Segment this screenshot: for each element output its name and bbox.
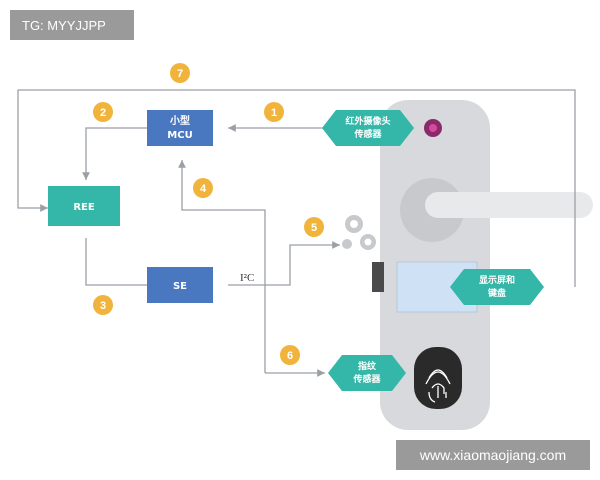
svg-text:5: 5 — [311, 222, 317, 234]
step-badge-3: 3 — [93, 295, 113, 315]
fingerprint-icon — [425, 369, 451, 403]
line-5-i2c — [228, 241, 340, 286]
svg-text:传感器: 传感器 — [352, 373, 381, 385]
step-badge-4: 4 — [193, 178, 213, 198]
se-box: SE — [147, 267, 213, 303]
line-3-se-ree — [85, 238, 147, 286]
step-badge-7: 7 — [170, 63, 190, 83]
step-badge-6: 6 — [280, 345, 300, 365]
svg-text:4: 4 — [200, 183, 207, 195]
svg-text:红外摄像头: 红外摄像头 — [345, 115, 390, 127]
svg-text:REE: REE — [73, 202, 95, 213]
svg-text:7: 7 — [177, 68, 183, 80]
ree-box: REE — [48, 186, 120, 226]
svg-text:3: 3 — [100, 300, 106, 312]
svg-text:显示屏和: 显示屏和 — [479, 274, 515, 286]
svg-text:键盘: 键盘 — [487, 287, 506, 299]
step-badge-5: 5 — [304, 217, 324, 237]
svg-text:6: 6 — [287, 350, 293, 362]
svg-text:指纹: 指纹 — [358, 360, 377, 372]
step-badge-1: 1 — [264, 102, 284, 122]
svg-text:SE: SE — [173, 281, 187, 292]
i2c-label: I²C — [240, 272, 254, 284]
ir-sensor-label: 红外摄像头 传感器 — [322, 110, 414, 146]
watermark-bottom: www.xiaomaojiang.com — [396, 440, 590, 470]
svg-text:小型: 小型 — [169, 114, 190, 127]
line-7-top-loop — [17, 89, 576, 287]
svg-text:2: 2 — [100, 107, 106, 119]
fingerprint-sensor-label: 指纹 传感器 — [328, 355, 406, 391]
line-4-se-to-mcu — [178, 160, 266, 373]
step-badge-2: 2 — [93, 102, 113, 122]
mcu-box: 小型 MCU — [147, 110, 213, 146]
watermark-top: TG: MYYJJPP — [10, 10, 134, 40]
connectors — [17, 89, 576, 377]
svg-text:MCU: MCU — [167, 130, 192, 141]
gears-icon — [342, 215, 376, 250]
smart-lock-body — [372, 100, 593, 430]
svg-text:传感器: 传感器 — [353, 128, 382, 140]
display-keyboard-label: 显示屏和 键盘 — [450, 269, 544, 305]
line-2-mcu-to-ree — [82, 127, 147, 180]
svg-text:1: 1 — [271, 107, 277, 119]
